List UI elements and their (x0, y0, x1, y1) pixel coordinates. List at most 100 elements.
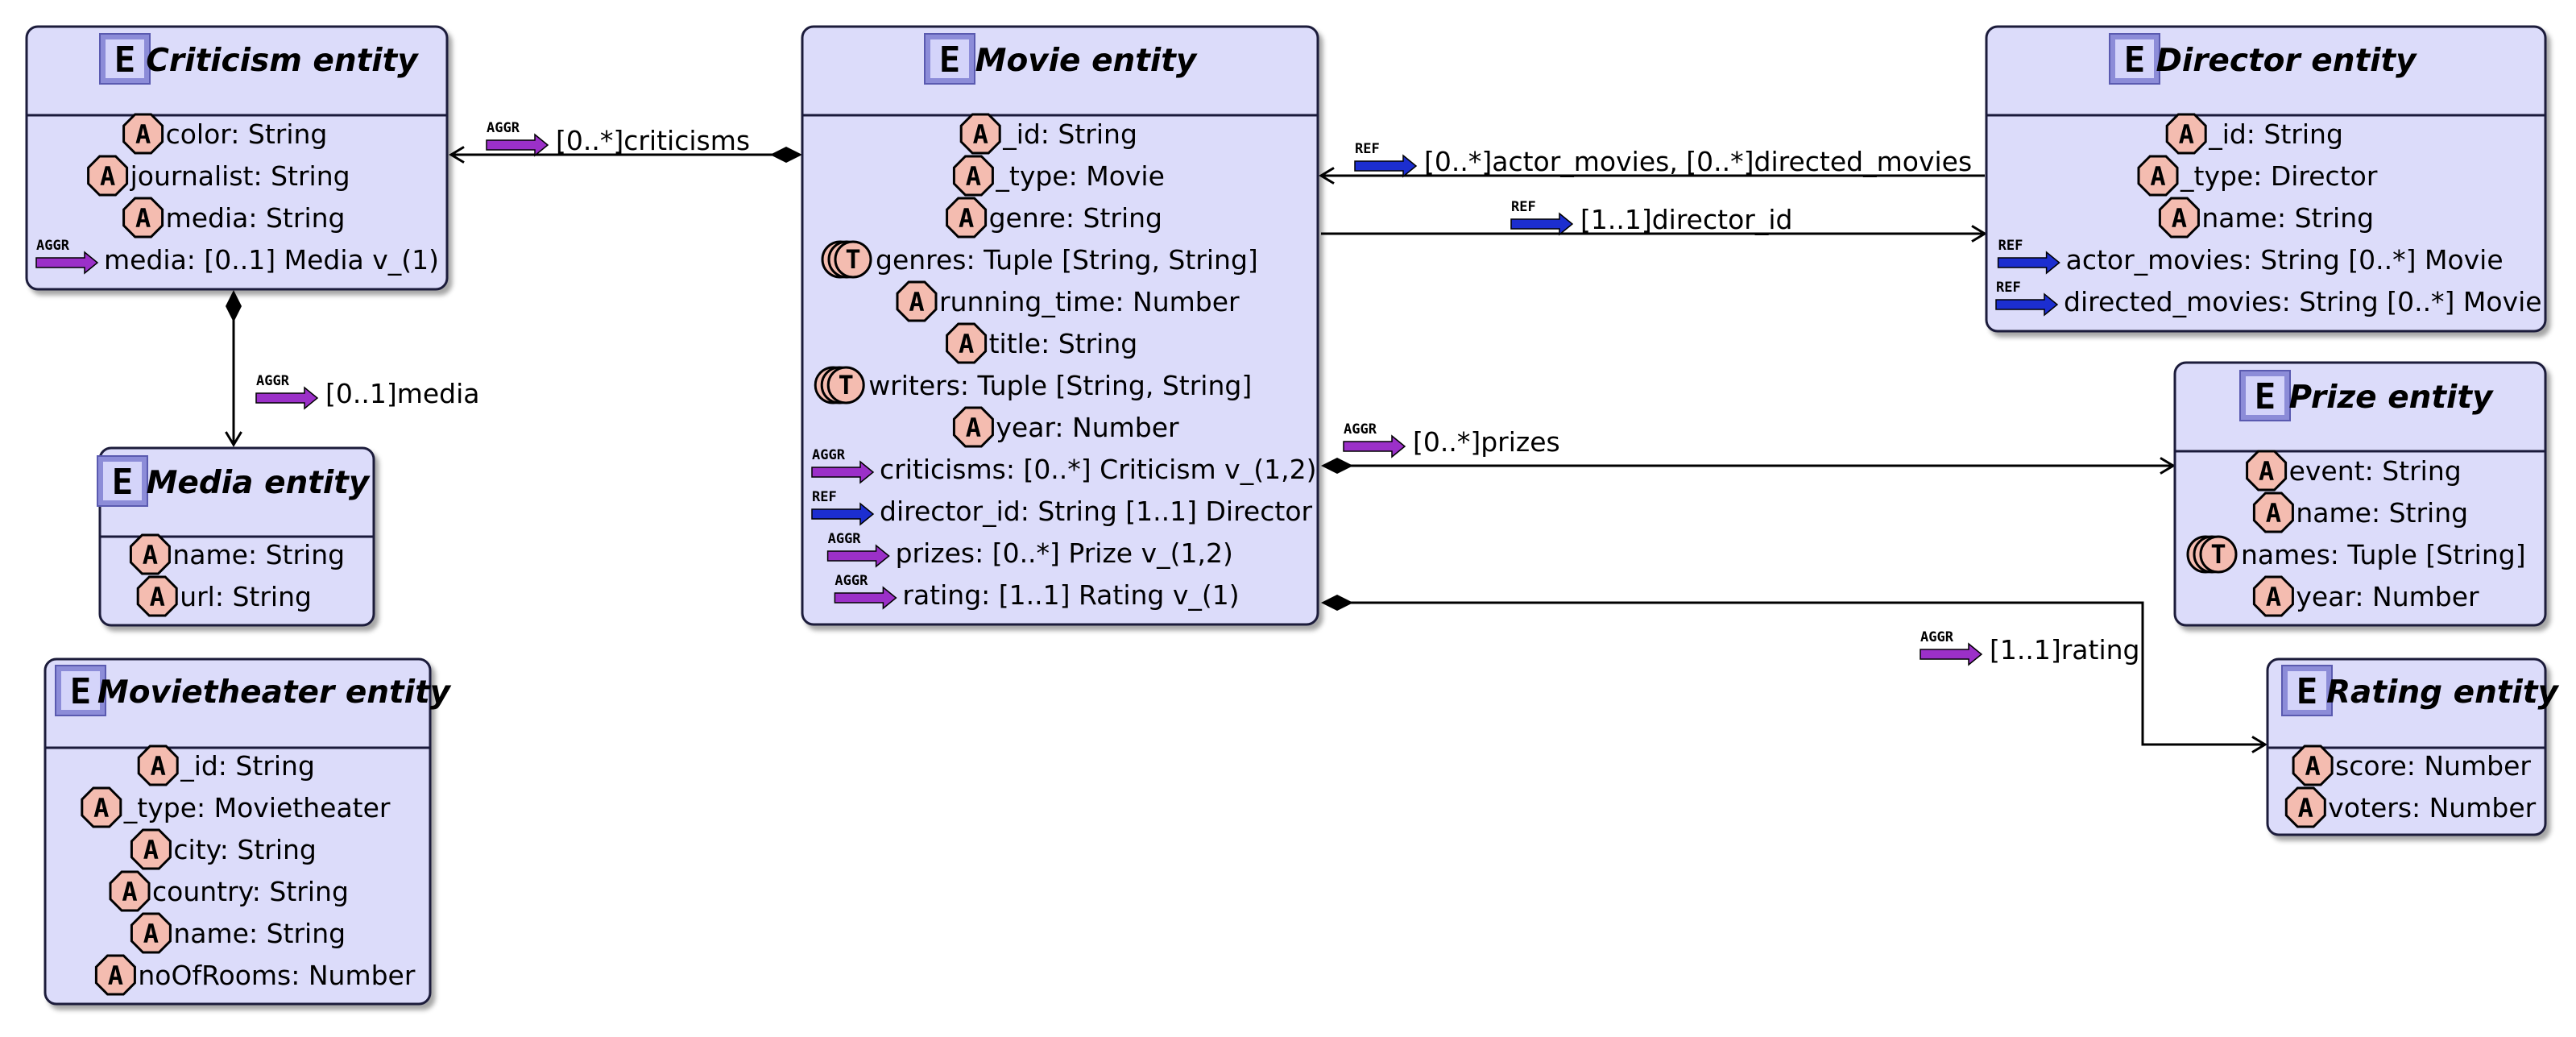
attribute-badge-letter: A (2305, 751, 2320, 782)
composition-diamond-icon (1321, 458, 1353, 474)
connection-director-refs[interactable]: REF[0..*]actor_movies, [0..*]directed_mo… (1319, 141, 1985, 185)
entity-icon-inner (930, 39, 969, 78)
attribute-badge-letter: A (2266, 498, 2281, 529)
entity-title: Movie entity (975, 43, 1198, 79)
attribute-text: color: String (166, 118, 328, 150)
attribute-text: prizes: [0..*] Prize v_(1,2) (896, 537, 1233, 569)
attribute-badge-letter: A (2259, 456, 2274, 487)
ref-arrow-icon (1354, 154, 1418, 178)
attribute-badge-icon (137, 745, 179, 786)
connection-director-id[interactable]: REF[1..1]director_id (1321, 199, 1987, 243)
attribute-row[interactable]: A_type: Movie (952, 155, 1165, 197)
entity-icon-inner (106, 39, 144, 78)
attribute-badge-icon (136, 575, 178, 617)
connection-label: [0..*]criticisms (556, 125, 750, 156)
attribute-badge-letter: A (966, 161, 981, 192)
attribute-badge-icon (2165, 113, 2207, 155)
connection-label: [1..1]rating (1990, 634, 2139, 666)
attribute-row[interactable]: A_type: Director (2137, 155, 2378, 197)
attribute-badge-icon (2284, 786, 2326, 828)
attribute-badge-icon (2292, 745, 2334, 786)
attribute-badge-icon (130, 828, 172, 870)
attribute-text: event: String (2289, 455, 2462, 487)
attribute-text: genres: Tuple [String, String] (876, 244, 1258, 276)
attribute-text: names: Tuple [String] (2241, 539, 2526, 570)
attribute-row[interactable]: A_id: String (2165, 113, 2343, 155)
attribute-badge-letter: A (150, 582, 165, 612)
entity-icon-letter: E (2255, 376, 2276, 417)
attribute-badge-icon (109, 870, 151, 912)
aggr-tag-label: AGGR (1344, 421, 1377, 438)
attribute-text: media: String (166, 202, 346, 234)
attribute-row[interactable]: A_type: Movietheater (81, 786, 391, 828)
connection-rating[interactable]: AGGR[1..1]rating (1321, 595, 2267, 753)
arrowhead-icon (225, 431, 242, 447)
attribute-badge-letter: A (143, 835, 159, 865)
attribute-text: year: Number (996, 412, 1179, 443)
aggr-arrow-icon (1343, 434, 1406, 458)
attribute-badge-icon (81, 786, 122, 828)
connection-criticisms[interactable]: AGGR[0..*]criticisms (449, 120, 802, 164)
attribute-badge-icon (2137, 155, 2179, 197)
ref-tag-label: REF (1511, 199, 1536, 215)
attribute-badge-letter: A (100, 161, 115, 192)
attribute-text: name: String (173, 918, 346, 949)
connection-label: [0..1]media (325, 378, 480, 409)
connection-media[interactable]: AGGR[0..1]media (225, 290, 480, 447)
attribute-text: _type: Movietheater (123, 792, 391, 823)
attribute-badge-icon (130, 912, 172, 954)
attribute-text: country: String (152, 876, 349, 907)
attribute-badge-letter: A (973, 119, 988, 150)
attribute-badge-letter: A (135, 203, 151, 234)
entity-box (2173, 361, 2547, 627)
attribute-badge-letter: A (122, 877, 137, 907)
attribute-text: writers: Tuple [String, String] (868, 370, 1252, 401)
connection-prizes[interactable]: AGGR[0..*]prizes (1321, 421, 2176, 475)
aggr-tag-label: AGGR (36, 238, 70, 254)
attribute-badge-letter: A (959, 203, 974, 234)
entity-title: Prize entity (2288, 380, 2494, 416)
attribute-badge-icon (959, 113, 1001, 155)
attribute-row[interactable]: A_id: String (137, 745, 315, 786)
entity-box (1985, 25, 2547, 333)
attribute-row[interactable]: A_id: String (959, 113, 1137, 155)
attribute-badge-icon (122, 197, 164, 239)
attribute-badge-icon (2246, 450, 2288, 492)
